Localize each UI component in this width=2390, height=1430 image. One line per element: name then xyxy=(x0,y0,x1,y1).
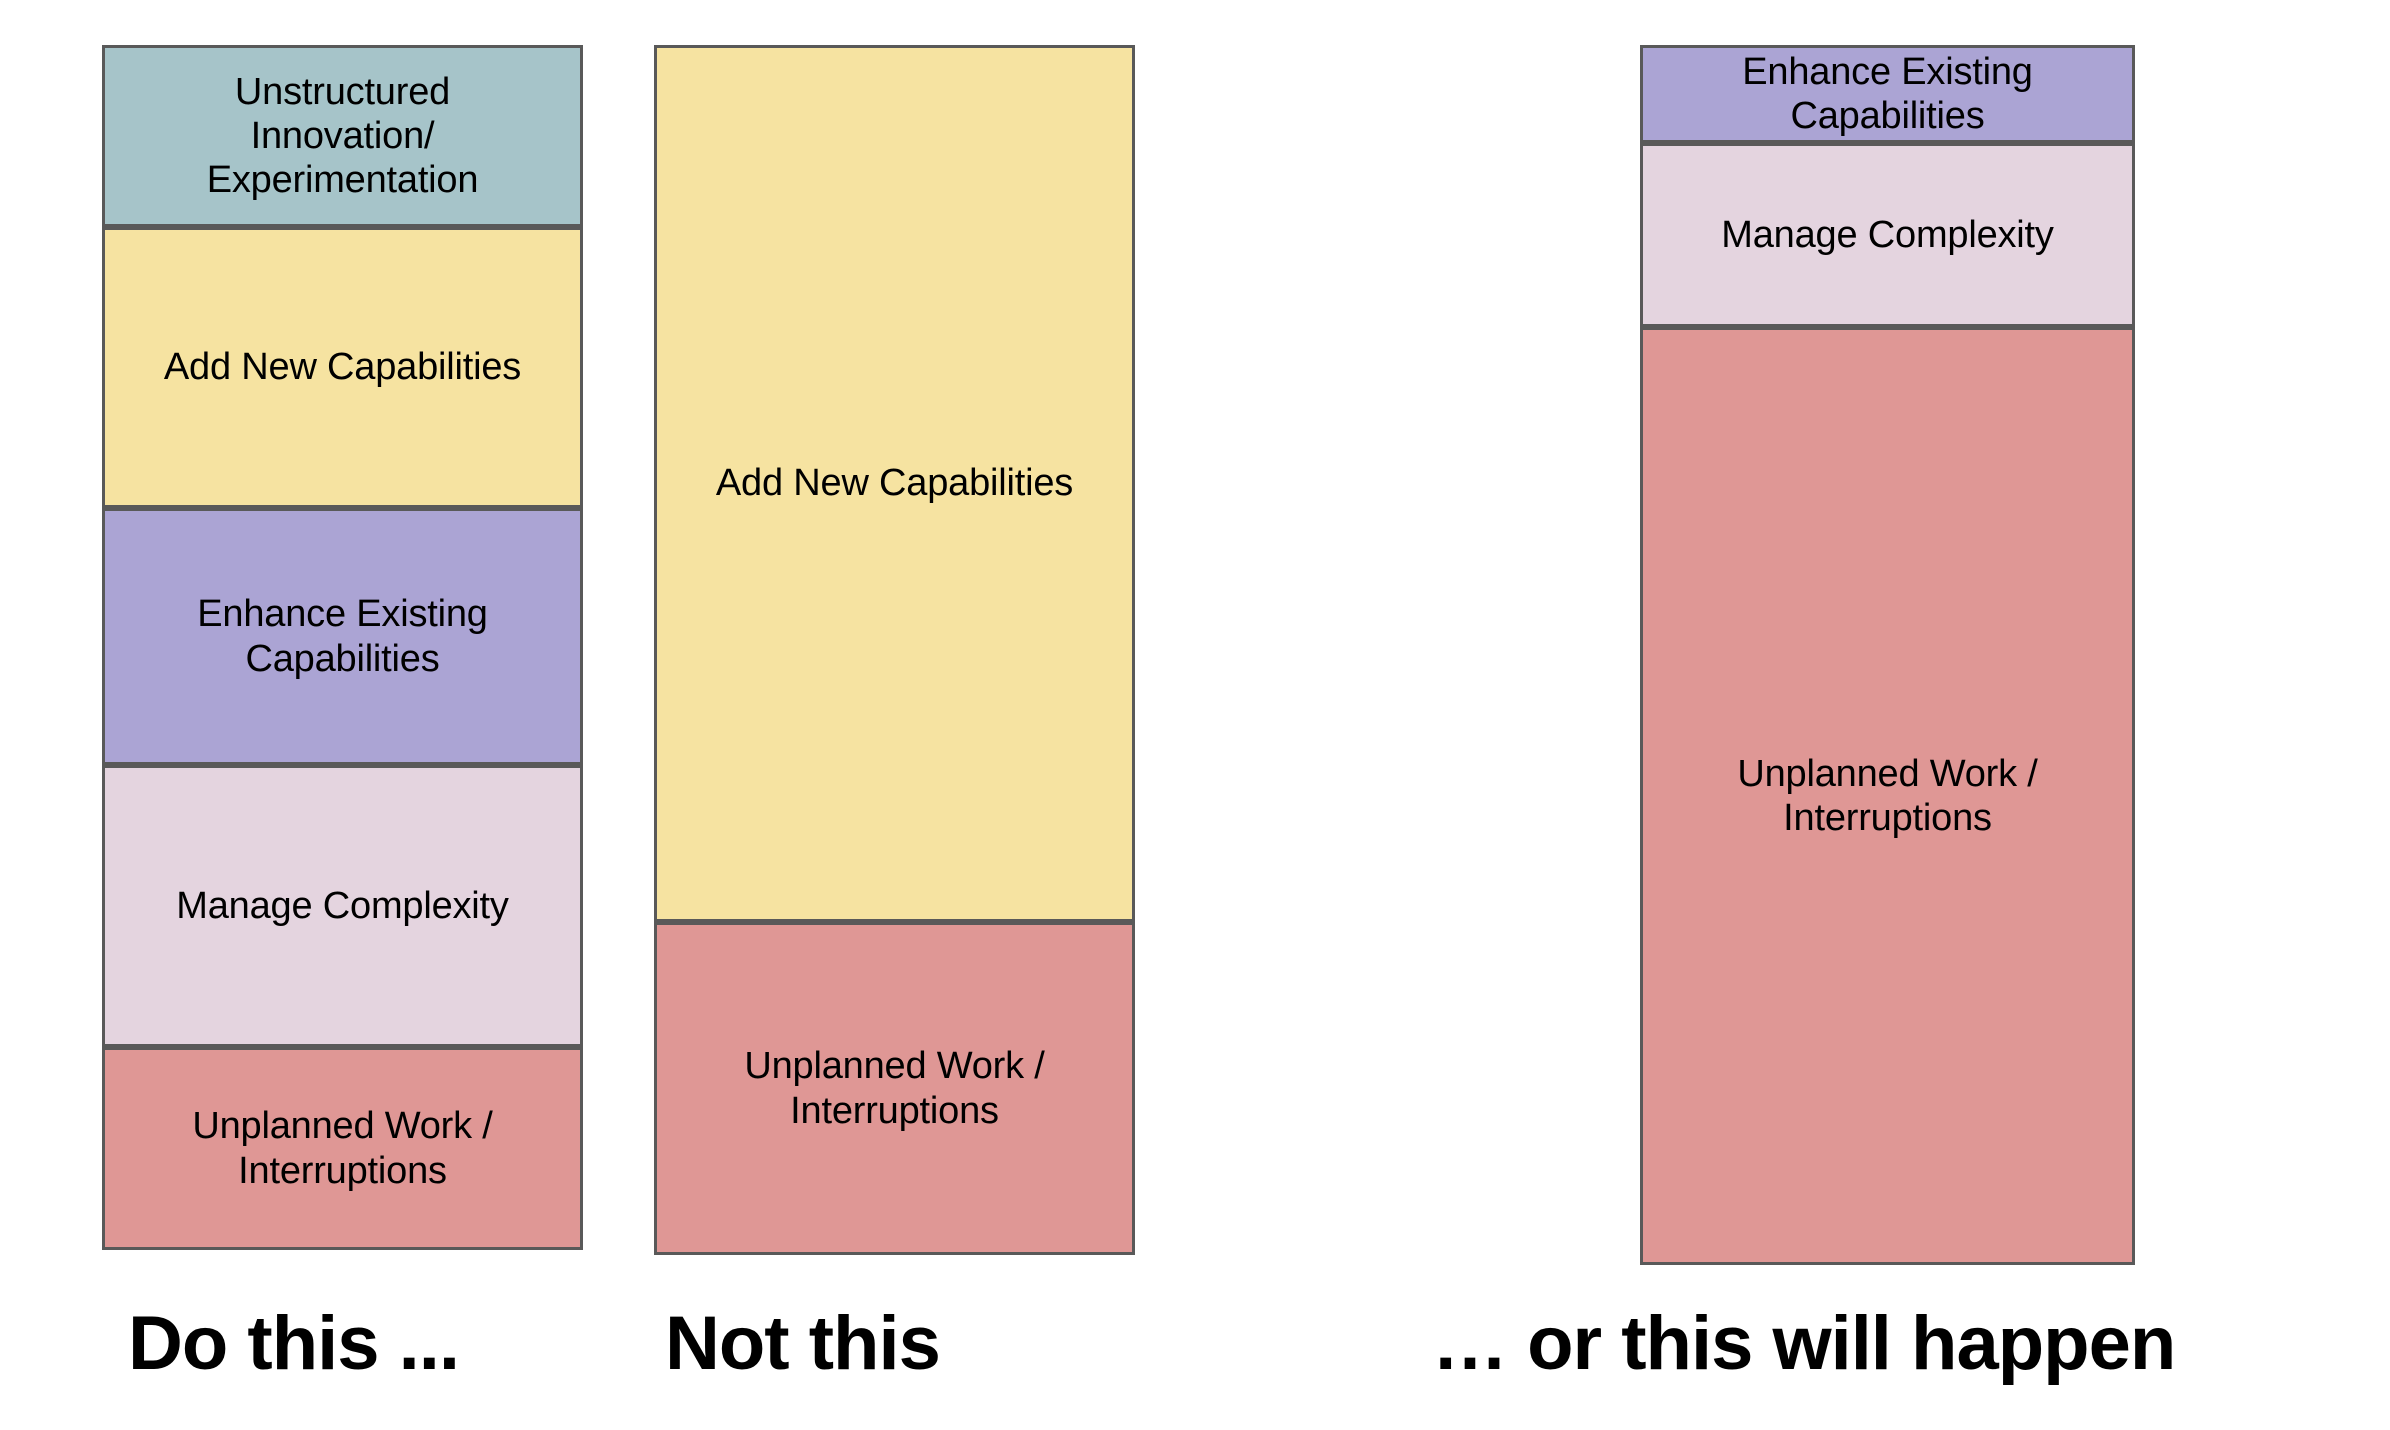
bar-segment-label: Manage Complexity xyxy=(1721,213,2054,256)
bar-segment-label: Unstructured Innovation/ Experimentation xyxy=(206,70,479,202)
bar-segment-label: Unplanned Work / Interruptions xyxy=(192,1105,493,1192)
bar-segment-unplanned-work[interactable]: Unplanned Work / Interruptions xyxy=(102,1047,583,1250)
column-caption-or-this-will-happen: … or this will happen xyxy=(1432,1301,2176,1386)
stacked-bar-column-or-this-will-happen: Enhance Existing Capabilities Manage Com… xyxy=(1640,45,2135,1265)
bar-segment-label: Add New Capabilities xyxy=(163,346,522,389)
bar-segment-label: Manage Complexity xyxy=(176,884,509,927)
stacked-bar-column-do-this: Unstructured Innovation/ Experimentation… xyxy=(102,45,583,1250)
bar-segment-add-new-capabilities[interactable]: Add New Capabilities xyxy=(654,45,1135,922)
bar-segment-unplanned-work[interactable]: Unplanned Work / Interruptions xyxy=(654,922,1135,1255)
bar-segment-label: Enhance Existing Capabilities xyxy=(197,593,488,680)
column-caption-do-this: Do this ... xyxy=(128,1301,460,1386)
bar-segment-label: Unplanned Work / Interruptions xyxy=(744,1045,1045,1132)
bar-segment-label: Unplanned Work / Interruptions xyxy=(1737,752,2038,839)
bar-segment-enhance-existing-capabilities[interactable]: Enhance Existing Capabilities xyxy=(1640,45,2135,143)
bar-segment-manage-complexity[interactable]: Manage Complexity xyxy=(102,765,583,1047)
stacked-bar-column-not-this: Add New Capabilities Unplanned Work / In… xyxy=(654,45,1135,1255)
bar-segment-enhance-existing-capabilities[interactable]: Enhance Existing Capabilities xyxy=(102,508,583,765)
bar-segment-manage-complexity[interactable]: Manage Complexity xyxy=(1640,143,2135,327)
bar-segment-add-new-capabilities[interactable]: Add New Capabilities xyxy=(102,227,583,508)
bar-segment-label: Enhance Existing Capabilities xyxy=(1742,50,2033,137)
bar-segment-unstructured-innovation[interactable]: Unstructured Innovation/ Experimentation xyxy=(102,45,583,227)
bar-segment-unplanned-work[interactable]: Unplanned Work / Interruptions xyxy=(1640,327,2135,1265)
bar-segment-label: Add New Capabilities xyxy=(715,462,1074,505)
column-caption-not-this: Not this xyxy=(665,1301,941,1386)
